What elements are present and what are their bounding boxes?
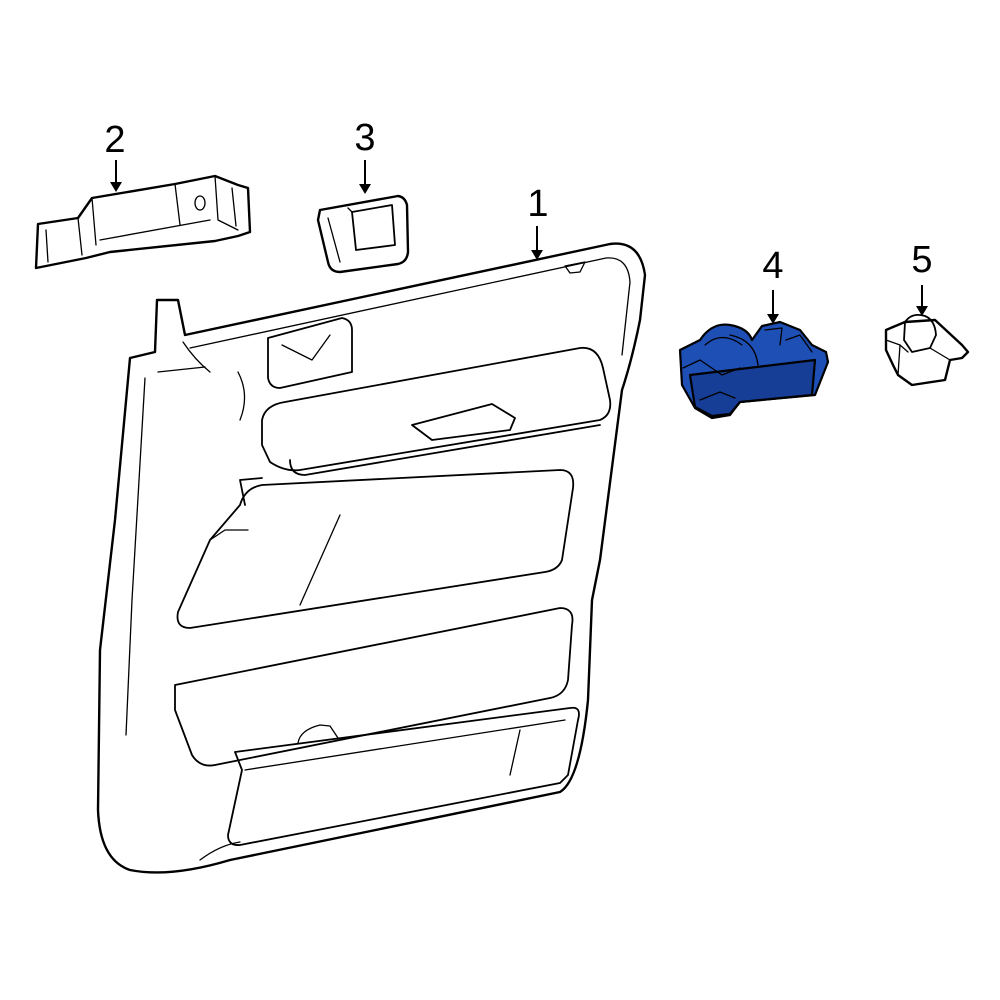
callout-1: 1 (527, 183, 548, 225)
leader-arrows (110, 160, 928, 324)
callout-4: 4 (762, 245, 783, 287)
part-5-switch (884, 313, 970, 387)
callout-3: 3 (354, 117, 375, 159)
part-4-window-switch (678, 320, 830, 420)
callout-5: 5 (911, 239, 932, 281)
callout-2: 2 (104, 119, 125, 161)
part-2-bracket (34, 174, 252, 270)
part-1-door-trim-panel (96, 242, 647, 874)
part-3-switch-bezel (316, 194, 410, 274)
callout-labels: 1 2 3 4 5 (104, 117, 932, 287)
